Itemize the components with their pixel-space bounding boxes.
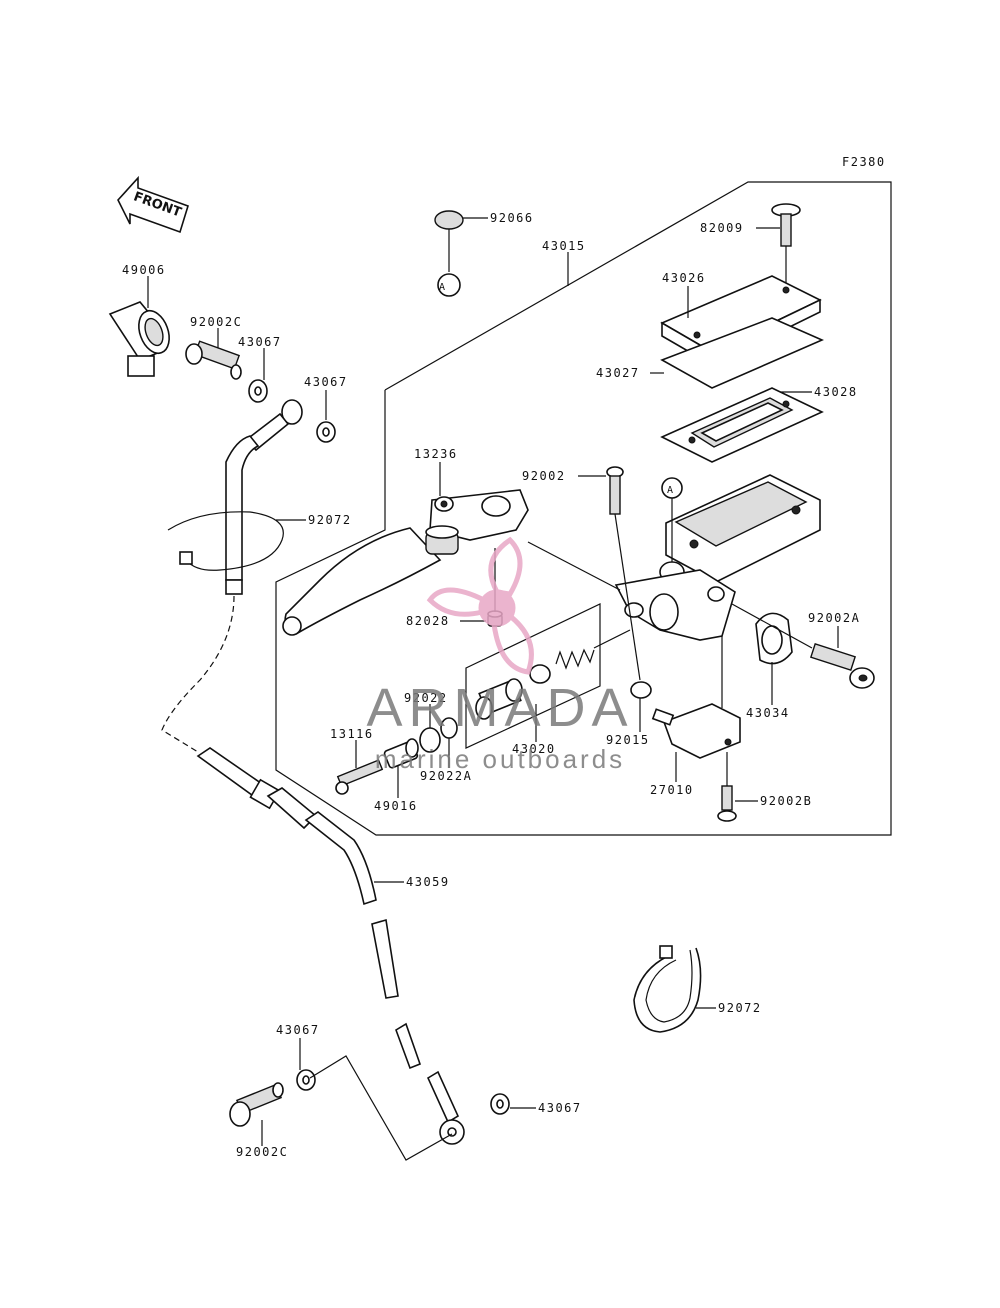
master-cylinder-body-icon bbox=[614, 474, 821, 641]
spring-icon bbox=[555, 648, 595, 670]
callout-92002a: 92002A bbox=[808, 611, 860, 625]
cap-92066-icon bbox=[434, 210, 464, 297]
cable-boot-icon bbox=[108, 301, 170, 377]
push-rod-icon bbox=[335, 759, 384, 795]
callout-13116: 13116 bbox=[330, 727, 374, 741]
brake-switch-icon bbox=[651, 703, 741, 759]
clamp-icon bbox=[755, 612, 793, 665]
tie-strap-top-icon bbox=[167, 511, 284, 571]
callout-43028: 43028 bbox=[814, 385, 858, 399]
callout-43067-a: 43067 bbox=[238, 335, 282, 349]
callout-49006: 49006 bbox=[122, 263, 166, 277]
diaphragm-icon bbox=[660, 387, 824, 463]
callout-43067-d: 43067 bbox=[538, 1101, 582, 1115]
callout-92002c-bottom: 92002C bbox=[236, 1145, 288, 1159]
callout-92072-a: 92072 bbox=[308, 513, 352, 527]
watermark-tagline: marine outboards bbox=[375, 744, 625, 774]
callout-92002c-top: 92002C bbox=[190, 315, 242, 329]
screw-82009-icon bbox=[771, 203, 801, 290]
callout-92072-b: 92072 bbox=[718, 1001, 762, 1015]
banjo-bolt-top-icon bbox=[185, 340, 242, 380]
switch-screw-icon bbox=[717, 785, 737, 822]
callout-92066: 92066 bbox=[490, 211, 534, 225]
banjo-bolt-bottom-icon bbox=[229, 1082, 284, 1127]
pivot-bolt-icon bbox=[606, 466, 624, 515]
callout-92022a: 92022A bbox=[420, 769, 472, 783]
callout-13236: 13236 bbox=[414, 447, 458, 461]
piston-icon bbox=[475, 664, 551, 720]
watermark-brand: ARMADA bbox=[366, 678, 633, 738]
callout-43026: 43026 bbox=[662, 271, 706, 285]
assembly-outline bbox=[275, 181, 892, 836]
callout-82009: 82009 bbox=[700, 221, 744, 235]
callout-92002: 92002 bbox=[522, 469, 566, 483]
boot-icon bbox=[630, 681, 652, 699]
callout-92002b: 92002B bbox=[760, 794, 812, 808]
callout-43067-b: 43067 bbox=[304, 375, 348, 389]
adjuster-icon bbox=[383, 738, 419, 769]
clamp-bolt-icon bbox=[809, 642, 875, 689]
callout-43015: 43015 bbox=[542, 239, 586, 253]
callout-43034: 43034 bbox=[746, 706, 790, 720]
callout-82028: 82028 bbox=[406, 614, 450, 628]
watermark-logo: ARMADA marine outboards bbox=[366, 536, 633, 774]
tie-strap-bottom-icon bbox=[633, 945, 702, 1033]
callout-49016: 49016 bbox=[374, 799, 418, 813]
callout-27010: 27010 bbox=[650, 783, 694, 797]
figure-code: F2380 bbox=[842, 155, 886, 169]
piston-group-outline bbox=[465, 603, 601, 749]
reservoir-plate-icon bbox=[660, 317, 824, 389]
propeller-icon bbox=[426, 536, 534, 675]
callout-92015: 92015 bbox=[606, 733, 650, 747]
callout-43027: 43027 bbox=[596, 366, 640, 380]
callout-43067-c: 43067 bbox=[276, 1023, 320, 1037]
front-arrow-icon: FRONT bbox=[117, 175, 189, 234]
ref-marker-a-body: A bbox=[667, 485, 675, 496]
callout-92022: 92022 bbox=[404, 691, 448, 705]
circlip-icon bbox=[419, 717, 458, 753]
callout-43020: 43020 bbox=[512, 742, 556, 756]
clutch-hose-icon bbox=[161, 399, 465, 1145]
clutch-lever-icon bbox=[282, 489, 529, 636]
ref-marker-a-top: A bbox=[439, 282, 447, 293]
callout-43059: 43059 bbox=[406, 875, 450, 889]
